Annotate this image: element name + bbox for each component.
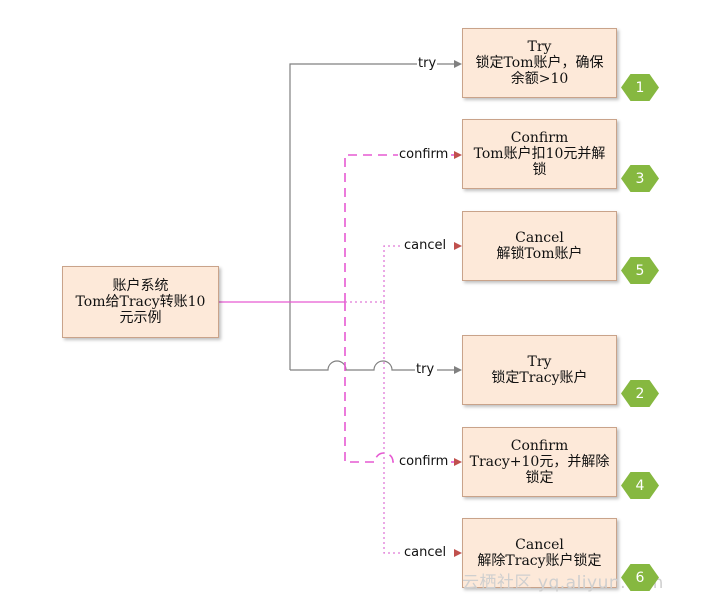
confirm-connector-lines [344,154,398,463]
connector-label-try-2: try [415,362,436,378]
step-desc-line: 锁定Tom账户，确保 [475,55,604,71]
arrowhead-cancel-2 [454,549,462,557]
step-box-tom-confirm: Confirm Tom账户扣10元并解 锁 [462,119,617,189]
step-desc-line: Tracy+10元，并解除 [469,454,610,470]
step-title: Confirm [510,438,569,454]
step-title: Cancel [515,230,564,246]
step-desc-line: 解除Tracy账户锁定 [477,553,602,569]
step-box-tom-try: Try 锁定Tom账户，确保 余额>10 [462,28,617,98]
step-title: Try [527,39,552,55]
step-box-tracy-try: Try 锁定Tracy账户 [462,335,617,405]
source-line-2: Tom给Tracy转账10 [75,294,206,310]
source-title: 账户系统 [112,278,169,294]
step-box-tom-cancel: Cancel 解锁Tom账户 [462,211,617,281]
step-desc-line: 锁定Tracy账户 [491,370,588,386]
step-box-tracy-cancel: Cancel 解除Tracy账户锁定 [462,518,617,588]
connector-label-cancel-1: cancel [403,238,448,254]
step-desc-line: 锁 [532,162,547,178]
step-desc-line: Tom账户扣10元并解 [473,146,606,162]
connector-label-cancel-2: cancel [403,545,448,561]
source-box: 账户系统 Tom给Tracy转账10 元示例 [62,266,219,338]
watermark-text: 云栖社区 yq.aliyun.com [462,573,664,593]
arrowhead-cancel-1 [454,242,462,250]
arrowheads [454,60,462,374]
arrowhead-try-1 [454,60,462,68]
step-desc-line: 余额>10 [510,71,569,87]
source-line-3: 元示例 [119,310,162,326]
connector-label-try-1: try [417,56,438,72]
step-title: Confirm [510,130,569,146]
connector-label-confirm-1: confirm [398,147,450,163]
cancel-connector-lines [345,245,402,554]
try-connector-lines [289,63,456,371]
arrowhead-confirm-1 [454,151,462,159]
step-title: Cancel [515,537,564,553]
step-desc-line: 锁定 [525,470,554,486]
connector-label-confirm-2: confirm [398,454,450,470]
step-desc-line: 解锁Tom账户 [496,246,583,262]
step-box-tracy-confirm: Confirm Tracy+10元，并解除 锁定 [462,427,617,497]
step-title: Try [527,354,552,370]
arrowhead-try-2 [454,366,462,374]
arrowhead-confirm-2 [454,458,462,466]
